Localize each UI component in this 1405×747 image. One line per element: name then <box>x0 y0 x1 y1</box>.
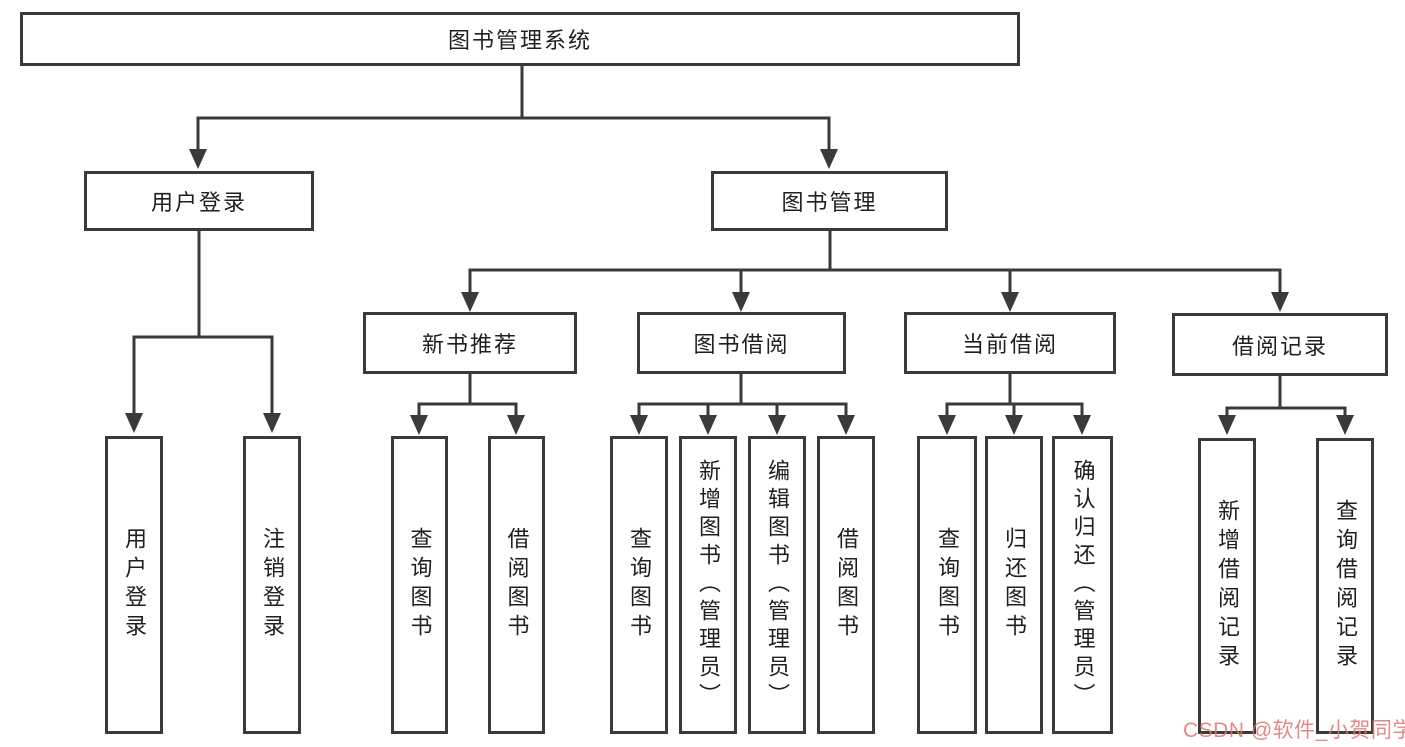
node-new-book-recommend: 新书推荐 <box>363 312 577 374</box>
node-borrow-records: 借阅记录 <box>1172 313 1388 376</box>
leaf-confirm-return-admin: 确认归还（管理员） <box>1052 436 1113 734</box>
leaf-logout: 注销登录 <box>243 436 301 734</box>
leaf-borrow-borrow-books: 借阅图书 <box>817 436 875 734</box>
leaf-edit-book-admin: 编辑图书（管理员） <box>748 436 806 734</box>
leaf-current-query-books: 查询图书 <box>917 436 977 734</box>
node-current-borrow: 当前借阅 <box>904 312 1116 374</box>
node-book-borrow: 图书借阅 <box>637 312 846 374</box>
leaf-add-book-admin: 新增图书（管理员） <box>679 436 737 734</box>
node-root: 图书管理系统 <box>20 12 1020 66</box>
node-book-management: 图书管理 <box>711 171 948 231</box>
leaf-recommend-query-books: 查询图书 <box>391 436 448 734</box>
leaf-add-borrow-record: 新增借阅记录 <box>1198 438 1256 734</box>
leaf-query-borrow-record: 查询借阅记录 <box>1316 438 1374 734</box>
node-user-login: 用户登录 <box>84 171 314 231</box>
leaf-user-login: 用户登录 <box>105 436 163 734</box>
leaf-recommend-borrow-books: 借阅图书 <box>488 436 545 734</box>
watermark: CSDN @软件_小贺同学 <box>1183 719 1405 742</box>
leaf-borrow-query-books: 查询图书 <box>610 436 668 734</box>
leaf-return-book: 归还图书 <box>985 436 1043 734</box>
